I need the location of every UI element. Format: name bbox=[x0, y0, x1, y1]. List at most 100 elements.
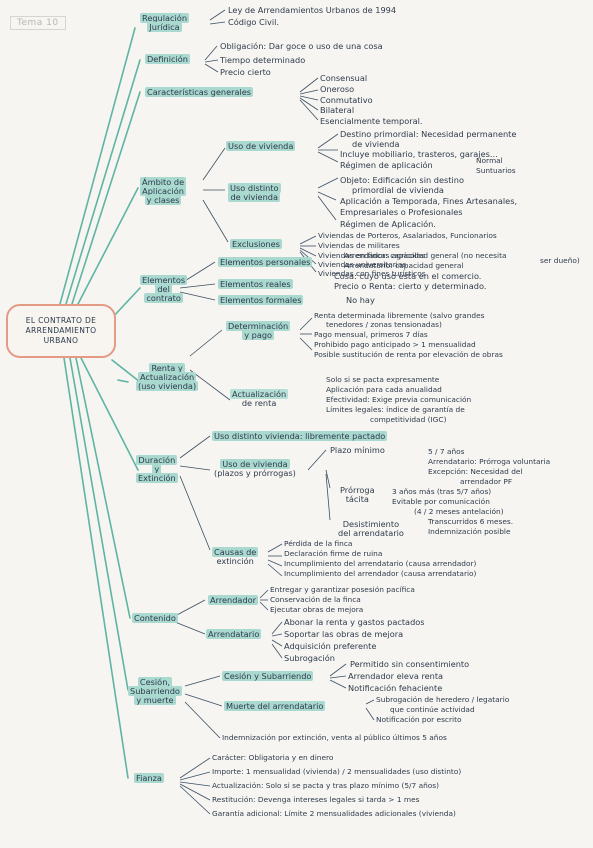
branch-label: y muerte bbox=[134, 695, 176, 705]
leaf: (4 / 2 meses antelación) bbox=[414, 507, 504, 516]
branch-label: del bbox=[155, 284, 172, 294]
leaf: Viviendas universitarias bbox=[318, 260, 407, 269]
leaf: primordial de vivienda bbox=[352, 185, 444, 195]
branch-caracteristicas: Características generales bbox=[145, 87, 254, 97]
leaf: Plazo mínimo bbox=[330, 445, 385, 455]
branch-label: Uso de vivienda bbox=[220, 459, 290, 469]
leaf: Suntuarios bbox=[476, 166, 516, 175]
leaf: competitividad (IGC) bbox=[370, 415, 447, 424]
leaf: Efectividad: Exige previa comunicación bbox=[326, 395, 472, 404]
branch-fianza: Fianza bbox=[134, 773, 164, 783]
branch-label: Renta y bbox=[149, 363, 185, 373]
branch-label: contrato bbox=[144, 293, 183, 303]
leaf: Arrendatario: Prórroga voluntaria bbox=[428, 457, 551, 466]
leaf: Carácter: Obligatoria y en dinero bbox=[212, 753, 334, 762]
branch-label: Uso de vivienda bbox=[226, 141, 296, 151]
branch-label: de renta bbox=[241, 398, 277, 408]
leaf: Abonar la renta y gastos pactados bbox=[284, 617, 425, 627]
branch-label: Aplicación bbox=[140, 186, 186, 196]
leaf: Evitable por comunicación bbox=[392, 497, 490, 506]
subbranch-arrendatario: Arrendatario bbox=[206, 629, 262, 639]
leaf: tenedores / zonas tensionadas) bbox=[326, 320, 442, 329]
subbranch-uso-distinto-dur: Uso distinto vivienda: libremente pactad… bbox=[212, 431, 388, 441]
branch-label: Características generales bbox=[145, 87, 254, 97]
leaf: Conservación de la finca bbox=[270, 595, 361, 604]
subbranch-uso-distinto: Uso distinto de vivienda bbox=[228, 183, 281, 202]
branch-label: Elementos personales bbox=[218, 257, 313, 267]
leaf: Viviendas de Porteros, Asalariados, Func… bbox=[318, 231, 497, 240]
branch-label: Causas de bbox=[212, 547, 259, 557]
subbranch-determinacion: Determinación y pago bbox=[226, 321, 291, 340]
leaf: Posible sustitución de renta por elevaci… bbox=[314, 350, 503, 359]
branch-label: Cesión, bbox=[137, 677, 172, 687]
leaf: Subrogación de heredero / legatario bbox=[376, 695, 510, 704]
branch-label: Regulación bbox=[140, 13, 190, 23]
branch-regulacion: Regulación Jurídica bbox=[140, 13, 190, 32]
branch-label: (plazos y prórrogas) bbox=[214, 468, 296, 478]
subbranch-cesion-subarriendo: Cesión y Subarriendo bbox=[222, 671, 314, 681]
branch-label: Duración bbox=[136, 455, 178, 465]
leaf: Tiempo determinado bbox=[220, 55, 306, 65]
leaf: Precio cierto bbox=[220, 67, 271, 77]
central-topic-line: EL CONTRATO DE bbox=[25, 316, 97, 325]
branch-label: Actualización bbox=[230, 389, 289, 399]
branch-elementos: Elementos del contrato bbox=[140, 275, 188, 303]
branch-ambito: Ámbito de Aplicación y clases bbox=[140, 177, 187, 205]
leaf: Indemnización por extinción, venta al pú… bbox=[222, 733, 447, 742]
leaf: Arrendador: capacidad general (no necesi… bbox=[344, 251, 507, 260]
leaf: Conmutativo bbox=[320, 95, 373, 105]
subbranch-uso-vivienda: Uso de vivienda bbox=[226, 141, 296, 151]
subbranch-causas: Causas de extinción bbox=[212, 547, 259, 566]
leaf: Garantía adicional: Límite 2 mensualidad… bbox=[212, 809, 456, 818]
subbranch-formales: Elementos formales bbox=[218, 295, 304, 305]
branch-label: (uso vivienda) bbox=[136, 381, 199, 391]
branch-definicion: Definición bbox=[145, 54, 190, 64]
leaf: Incluye mobiliario, trasteros, garajes..… bbox=[340, 149, 498, 159]
branch-label: Extinción bbox=[136, 473, 178, 483]
leaf: arrendador PF bbox=[460, 477, 513, 486]
leaf: Ley de Arrendamientos Urbanos de 1994 bbox=[228, 5, 397, 15]
branch-label: Desistimiento bbox=[342, 519, 400, 529]
subbranch-exclusiones: Exclusiones bbox=[230, 239, 282, 249]
leaf: Incumplimiento del arrendador (causa arr… bbox=[284, 569, 477, 578]
branch-label: Uso distinto vivienda: libremente pactad… bbox=[212, 431, 388, 441]
leaf: 3 años más (tras 5/7 años) bbox=[392, 487, 492, 496]
leaf: Restitución: Devenga intereses legales s… bbox=[212, 795, 420, 804]
leaf: Aplicación a Temporada, Fines Artesanale… bbox=[340, 196, 518, 206]
leaf: Obligación: Dar goce o uso de una cosa bbox=[220, 41, 383, 51]
leaf: Notificación fehaciente bbox=[348, 683, 443, 693]
leaf: Régimen de Aplicación. bbox=[340, 219, 436, 229]
leaf: Oneroso bbox=[320, 84, 355, 94]
leaf: Arrendador eleva renta bbox=[348, 671, 444, 681]
branch-label: Contenido bbox=[132, 613, 178, 623]
leaf: Límites legales: índice de garantía de bbox=[326, 405, 465, 414]
leaf: Viviendas de militares bbox=[318, 241, 400, 250]
leaf: Excepción: Necesidad del bbox=[428, 467, 523, 476]
subbranch-prorroga: Prórroga tácita bbox=[340, 486, 375, 504]
leaf: Pago mensual, primeros 7 días bbox=[314, 330, 428, 339]
leaf: Empresariales o Profesionales bbox=[340, 207, 463, 217]
subbranch-desistimiento: Desistimiento del arrendatario bbox=[338, 520, 404, 538]
branch-label: Prórroga bbox=[340, 485, 375, 495]
leaf: Viviendas con fines turísticos bbox=[318, 269, 426, 278]
subbranch-muerte: Muerte del arrendatario bbox=[224, 701, 326, 711]
subbranch-uso-vivienda-dur: Uso de vivienda (plazos y prórrogas) bbox=[214, 459, 296, 478]
leaf: Notificación por escrito bbox=[376, 715, 462, 724]
leaf: Actualización: Solo si se pacta y tras p… bbox=[212, 781, 440, 790]
branch-label: Ámbito de bbox=[140, 177, 187, 187]
leaf: Arrendatario: capacidad general bbox=[344, 261, 464, 270]
branch-label: Cesión y Subarriendo bbox=[222, 671, 314, 681]
leaf: Destino primordial: Necesidad permanente bbox=[340, 129, 517, 139]
branch-label: y bbox=[152, 464, 162, 474]
leaf: que continúe actividad bbox=[390, 705, 475, 714]
leaf: Normal bbox=[476, 156, 503, 165]
branch-label: Definición bbox=[145, 54, 190, 64]
topic-label: Tema 10 bbox=[10, 16, 66, 30]
leaf: Régimen de aplicación bbox=[340, 160, 433, 170]
leaf: Indemnización posible bbox=[428, 527, 511, 536]
leaf: Objeto: Edificación sin destino bbox=[340, 175, 464, 185]
branch-label: y clases bbox=[144, 195, 182, 205]
leaf: Renta determinada libremente (salvo gran… bbox=[314, 311, 485, 320]
